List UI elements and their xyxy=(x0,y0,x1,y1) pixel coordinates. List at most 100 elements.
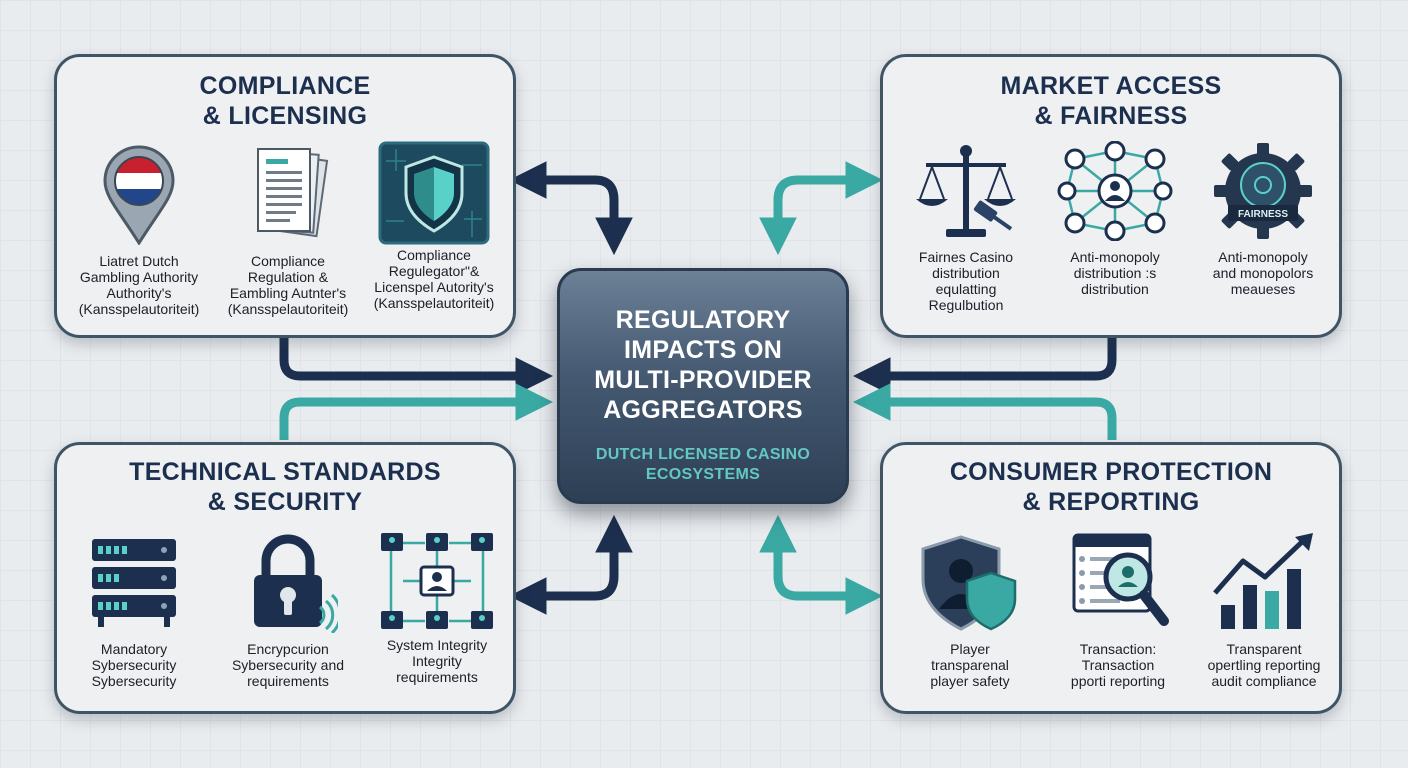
caption-line: pporti reporting xyxy=(1070,673,1166,689)
caption-line: Compliance xyxy=(251,253,325,269)
item-system-integrity: System Integrity Integrity requirements xyxy=(362,531,512,685)
panel-title-line: TECHNICAL STANDARDS xyxy=(129,458,441,486)
arrow-technical-to-center xyxy=(508,514,633,615)
panel-consumer-protection-reporting: CONSUMER PROTECTION & REPORTING Player t… xyxy=(880,442,1342,714)
central-title-line: MULTI-PROVIDER xyxy=(594,366,812,394)
central-title-line: REGULATORY xyxy=(615,306,791,334)
central-subtitle-line: DUTCH LICENSED CASINO xyxy=(595,446,811,463)
item-transaction-reporting: Transaction: Transaction pporti reportin… xyxy=(1043,533,1193,689)
scales-gavel-icon xyxy=(916,145,1016,237)
item-anti-monopoly-network: Anti-monopoly distribution :s distributi… xyxy=(1040,141,1190,297)
item-security-shield: Compliance Regulegatorʺ& Licenspel Autor… xyxy=(359,141,509,311)
panel-title-line: COMPLIANCE xyxy=(199,72,371,100)
panel-title: TECHNICAL STANDARDS & SECURITY xyxy=(57,457,513,517)
player-shield-icon xyxy=(921,535,1017,631)
arrow-consumer-to-center xyxy=(759,514,884,615)
item-caption: Transaction: Transaction pporti reportin… xyxy=(1043,641,1193,689)
padlock-icon xyxy=(254,534,338,633)
item-caption: Liatret Dutch Gambling Authority Authori… xyxy=(64,253,214,317)
item-anti-monopoly-measures: FAIRNESS Anti-monopoly and monopolors me… xyxy=(1188,141,1338,297)
panel-title-line: CONSUMER PROTECTION xyxy=(949,458,1273,486)
central-title-line: IMPACTS ON xyxy=(623,336,783,364)
panel-title-line: MARKET ACCESS xyxy=(1000,72,1222,100)
caption-line: distribution xyxy=(932,265,1000,281)
caption-line: Sybersecurity xyxy=(91,657,177,673)
central-title-line: AGGREGATORS xyxy=(603,396,803,424)
line-consumer-into-center xyxy=(852,383,1117,440)
caption-line: equlatting xyxy=(935,281,997,297)
growth-chart-icon xyxy=(1213,533,1313,629)
caption-line: Authority's xyxy=(106,285,172,301)
caption-line: audit compliance xyxy=(1211,673,1317,689)
caption-line: Regulegatorʺ& xyxy=(388,263,480,279)
netherlands-location-pin-icon xyxy=(103,145,175,245)
item-caption: Anti-monopoly and monopolors meaueses xyxy=(1188,249,1338,297)
item-caption: Encrypcurion Sybersecurity and requireme… xyxy=(213,641,363,689)
central-subtitle-line: ECOSYSTEMS xyxy=(645,466,761,483)
central-subtitle: DUTCH LICENSED CASINO ECOSYSTEMS xyxy=(560,445,846,485)
central-topic-box: REGULATORY IMPACTS ON MULTI-PROVIDER AGG… xyxy=(557,268,849,504)
item-caption: Anti-monopoly distribution :s distributi… xyxy=(1040,249,1190,297)
caption-line: (Kansspelautoriteit) xyxy=(227,301,349,317)
caption-line: requirements xyxy=(396,669,478,685)
panel-title: CONSUMER PROTECTION & REPORTING xyxy=(883,457,1339,517)
panel-technical-standards-security: TECHNICAL STANDARDS & SECURITY Mandatory… xyxy=(54,442,516,714)
caption-line: transparenal xyxy=(931,657,1009,673)
regulation-documents-icon xyxy=(257,148,329,238)
caption-line: Anti-monopoly xyxy=(1070,249,1160,265)
arrow-compliance-to-center xyxy=(508,161,633,256)
fairness-badge-text: FAIRNESS xyxy=(1238,209,1288,220)
caption-line: Gambling Authority xyxy=(79,269,199,285)
item-regulation-documents: Compliance Regulation & Eambling Autnter… xyxy=(213,145,363,317)
caption-line: Player xyxy=(950,641,990,657)
server-rack-icon xyxy=(92,539,176,627)
caption-line: and monopolors xyxy=(1212,265,1314,281)
caption-line: Regulation & xyxy=(247,269,329,285)
network-users-icon xyxy=(1057,141,1173,241)
caption-line: Mandatory xyxy=(100,641,168,657)
item-caption: System Integrity Integrity requirements xyxy=(362,637,512,685)
item-caption: Compliance Regulegatorʺ& Licenspel Autor… xyxy=(359,247,509,311)
panel-compliance-licensing: COMPLIANCE & LICENSING Liatret Dutch Gam… xyxy=(54,54,516,338)
item-dutch-authority: Liatret Dutch Gambling Authority Authori… xyxy=(64,145,214,317)
fairness-gear-icon: FAIRNESS xyxy=(1214,143,1312,239)
item-fairness-distribution: Fairnes Casino distribution equlatting R… xyxy=(891,141,1041,313)
caption-line: Transaction xyxy=(1081,657,1155,673)
caption-line: Transaction: xyxy=(1079,641,1157,657)
caption-line: Fairnes Casino xyxy=(918,249,1014,265)
caption-line: opertling reporting xyxy=(1207,657,1321,673)
item-player-safety: Player transparenal player safety xyxy=(895,533,1045,689)
caption-line: Transparent xyxy=(1226,641,1302,657)
caption-line: Integrity xyxy=(412,653,462,669)
caption-line: (Kansspelautoriteit) xyxy=(373,295,495,311)
central-title: REGULATORY IMPACTS ON MULTI-PROVIDER AGG… xyxy=(560,305,846,425)
caption-line: Eambling Autnter's xyxy=(229,285,347,301)
caption-line: System Integrity xyxy=(386,637,488,653)
caption-line: player safety xyxy=(930,673,1010,689)
line-technical-into-center xyxy=(279,383,554,440)
system-integrity-flow-icon xyxy=(381,533,493,629)
item-caption: Transparent opertling reporting audit co… xyxy=(1189,641,1339,689)
panel-title-line: & FAIRNESS xyxy=(1034,102,1188,130)
panel-title: COMPLIANCE & LICENSING xyxy=(57,71,513,131)
arrow-market-to-center xyxy=(759,161,884,256)
caption-line: distribution xyxy=(1081,281,1149,297)
item-mandatory-cybersecurity: Mandatory Sybersecurity Sybersecurity xyxy=(59,533,209,689)
caption-line: Sybersecurity xyxy=(91,673,177,689)
line-compliance-into-center xyxy=(279,338,554,395)
caption-line: meaueses xyxy=(1230,281,1296,297)
caption-line: Compliance xyxy=(397,247,471,263)
panel-title-line: & REPORTING xyxy=(1022,488,1200,516)
caption-line: (Kansspelautoriteit) xyxy=(78,301,200,317)
caption-line: Anti-monopoly xyxy=(1218,249,1308,265)
caption-line: Sybersecurity and xyxy=(231,657,345,673)
caption-line: Liatret Dutch xyxy=(99,253,179,269)
transaction-magnifier-icon xyxy=(1072,533,1169,626)
item-caption: Compliance Regulation & Eambling Autnter… xyxy=(213,253,363,317)
panel-title: MARKET ACCESS & FAIRNESS xyxy=(883,71,1339,131)
item-caption: Fairnes Casino distribution equlatting R… xyxy=(891,249,1041,313)
panel-title-line: & LICENSING xyxy=(202,102,368,130)
panel-market-access-fairness: MARKET ACCESS & FAIRNESS Fairnes Casino … xyxy=(880,54,1342,338)
item-encryption: Encrypcurion Sybersecurity and requireme… xyxy=(213,533,363,689)
